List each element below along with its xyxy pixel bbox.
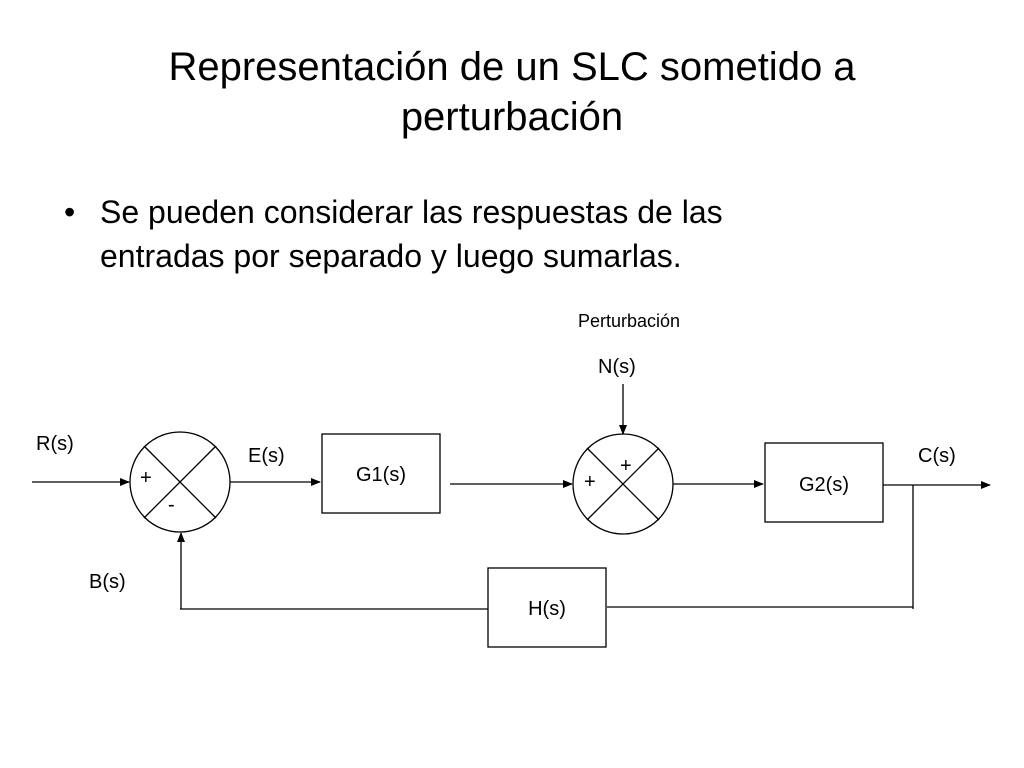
block-h — [487, 567, 607, 648]
output-label: C(s) — [918, 445, 956, 467]
block-g2-label: G2(s) — [799, 474, 849, 496]
sum2-sign-plus-top: + — [620, 455, 632, 477]
bullet-marker: • — [64, 194, 76, 230]
bullet-list: • Se pueden considerar las respuestas de… — [62, 190, 942, 278]
block-g1 — [321, 433, 441, 514]
bullet-line-2: entradas por separado y luego sumarlas. — [100, 238, 682, 274]
sum2-sign-plus-left: + — [584, 471, 596, 493]
sum1-sign-minus: - — [168, 494, 175, 516]
block-g2 — [764, 442, 884, 523]
block-g1-label: G1(s) — [356, 464, 406, 486]
input-label: R(s) — [36, 433, 74, 455]
error-label: E(s) — [248, 445, 285, 467]
disturbance-caption: Perturbación — [578, 311, 680, 331]
block-h-label: H(s) — [528, 598, 566, 620]
bullet-line-1: Se pueden considerar las respuestas de l… — [100, 194, 723, 230]
disturbance-label: N(s) — [598, 356, 636, 378]
title-line-1: Representación de un SLC sometido a — [168, 45, 856, 89]
title-line-2: perturbación — [400, 95, 624, 139]
slide-title: Representación de un SLC sometido a pert… — [100, 42, 924, 142]
feedback-label: B(s) — [89, 571, 126, 593]
bullet-item: • Se pueden considerar las respuestas de… — [62, 190, 942, 278]
sum1-sign-plus: + — [140, 467, 152, 489]
